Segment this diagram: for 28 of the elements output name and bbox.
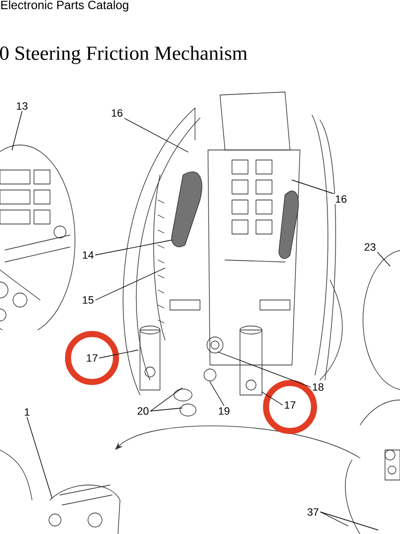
callout-number: 23 (362, 242, 378, 252)
callout-number: 1 (22, 407, 32, 417)
callout-number: 20 (136, 406, 150, 416)
leader-line (292, 180, 334, 194)
header-text: Electronic Parts Catalog (1, 0, 128, 12)
leader-line (95, 268, 166, 300)
leader-line (99, 350, 138, 358)
callout-number: 19 (216, 406, 232, 416)
page-title: 0 Steering Friction Mechanism (0, 46, 248, 64)
leader-line (26, 416, 52, 498)
leader-line (320, 512, 348, 526)
callout-number: 15 (80, 294, 96, 306)
callout-number: 16 (110, 108, 124, 118)
leader-line (377, 252, 390, 266)
callout-number: 16 (334, 194, 348, 204)
leader-line (262, 392, 283, 406)
leader-line (150, 408, 182, 412)
leader-line (218, 352, 311, 388)
leader-line (210, 382, 224, 406)
leader-line (150, 388, 182, 412)
callout-number: 17 (65, 331, 119, 385)
leader-line (95, 240, 172, 256)
callout-number: 13 (14, 100, 30, 112)
leader-line (320, 512, 378, 530)
leader-line (12, 111, 22, 150)
callout-number: 37 (306, 506, 320, 518)
callout-number: 14 (80, 250, 96, 260)
leader-line (124, 118, 188, 152)
